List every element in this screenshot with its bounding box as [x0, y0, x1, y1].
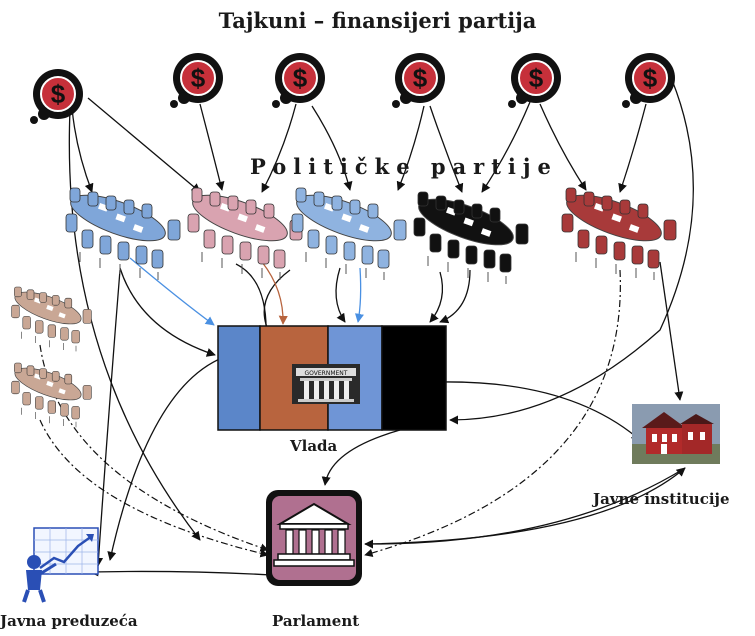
tycoon-coin-icon: $: [621, 52, 676, 109]
blue-connector: [354, 267, 364, 323]
party-table-pink-icon: [187, 185, 303, 281]
government-sign: GOVERNMENT: [305, 370, 348, 377]
javne-institucije-label: Javne institucije: [593, 490, 730, 508]
diagram-title: Tajkuni – finansijeri partija: [218, 8, 537, 33]
javna-preduzeca-label: Javna preduzeća: [0, 612, 138, 630]
party-table-blue-icon: [65, 185, 181, 281]
party-table-lightblue-icon: [291, 185, 407, 281]
parlament-label: Parlament: [272, 612, 360, 630]
dollar-sign: $: [293, 63, 308, 93]
brown-connector: [261, 261, 288, 325]
dollar-sign: $: [51, 79, 66, 109]
tycoon-coin-icon: $: [169, 52, 224, 109]
party-table-beige-icon: [10, 361, 92, 428]
businessman-chart-icon: [22, 527, 99, 603]
parliament-building-icon: [266, 490, 362, 586]
party-table-red-icon: [561, 185, 677, 281]
party-table-black-icon: [413, 189, 529, 285]
dollar-sign: $: [643, 63, 658, 93]
tycoon-coin-icon: $: [507, 52, 562, 109]
tycoon-coin-icon: $: [29, 68, 84, 125]
government-block: GOVERNMENT: [217, 325, 447, 431]
dollar-sign: $: [413, 63, 428, 93]
vlada-label: Vlada: [290, 437, 338, 455]
party-table-beige-icon: [10, 285, 92, 352]
political-parties-label: Političke partije: [250, 154, 558, 179]
dollar-sign: $: [191, 63, 206, 93]
blue-connector: [129, 257, 215, 326]
tycoon-coin-icon: $: [391, 52, 446, 109]
connector-lines: [68, 79, 694, 577]
tycoon-coin-icon: $: [271, 52, 326, 109]
government-building-icon: GOVERNMENT: [292, 364, 360, 404]
red-schoolhouse-icon: [632, 404, 720, 464]
dollar-sign: $: [529, 63, 544, 93]
